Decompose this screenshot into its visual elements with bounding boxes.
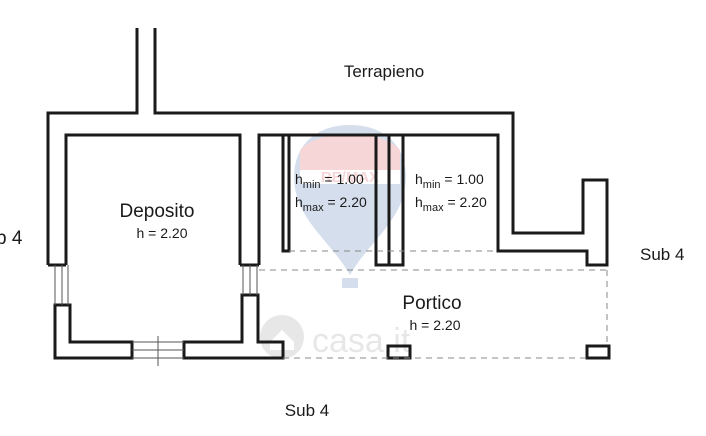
niche-right-hmax: hmax = 2.20 bbox=[415, 194, 487, 214]
niche-right-walls bbox=[389, 133, 498, 267]
niche-left-hmin: hmin = 1.00 bbox=[295, 171, 364, 191]
casa-watermark-text: casa.it bbox=[312, 322, 411, 360]
deposito-walls bbox=[46, 113, 283, 267]
casa-watermark: casa.it bbox=[260, 315, 411, 360]
sub4-bottom-label: Sub 4 bbox=[285, 401, 329, 420]
niche-left-heights: hmin = 1.00 hmax = 2.20 bbox=[295, 171, 367, 214]
sub4-right-label: Sub 4 bbox=[640, 245, 684, 264]
deposito-label: Deposito bbox=[120, 201, 195, 222]
niche-left-hmax: hmax = 2.20 bbox=[295, 194, 367, 214]
terrapieno-label: Terrapieno bbox=[344, 62, 424, 81]
sub4-left-label: b 4 bbox=[0, 228, 23, 249]
portico-height: h = 2.20 bbox=[410, 317, 461, 333]
niche-right-heights: hmin = 1.00 hmax = 2.20 bbox=[415, 171, 487, 214]
deposito-height: h = 2.20 bbox=[137, 225, 188, 241]
portico-label: Portico bbox=[402, 293, 461, 314]
niche-right-hmin: hmin = 1.00 bbox=[415, 171, 484, 191]
portico-outline bbox=[259, 250, 608, 359]
remax-watermark-text: RE/MAX bbox=[321, 169, 379, 186]
openings bbox=[54, 265, 258, 366]
